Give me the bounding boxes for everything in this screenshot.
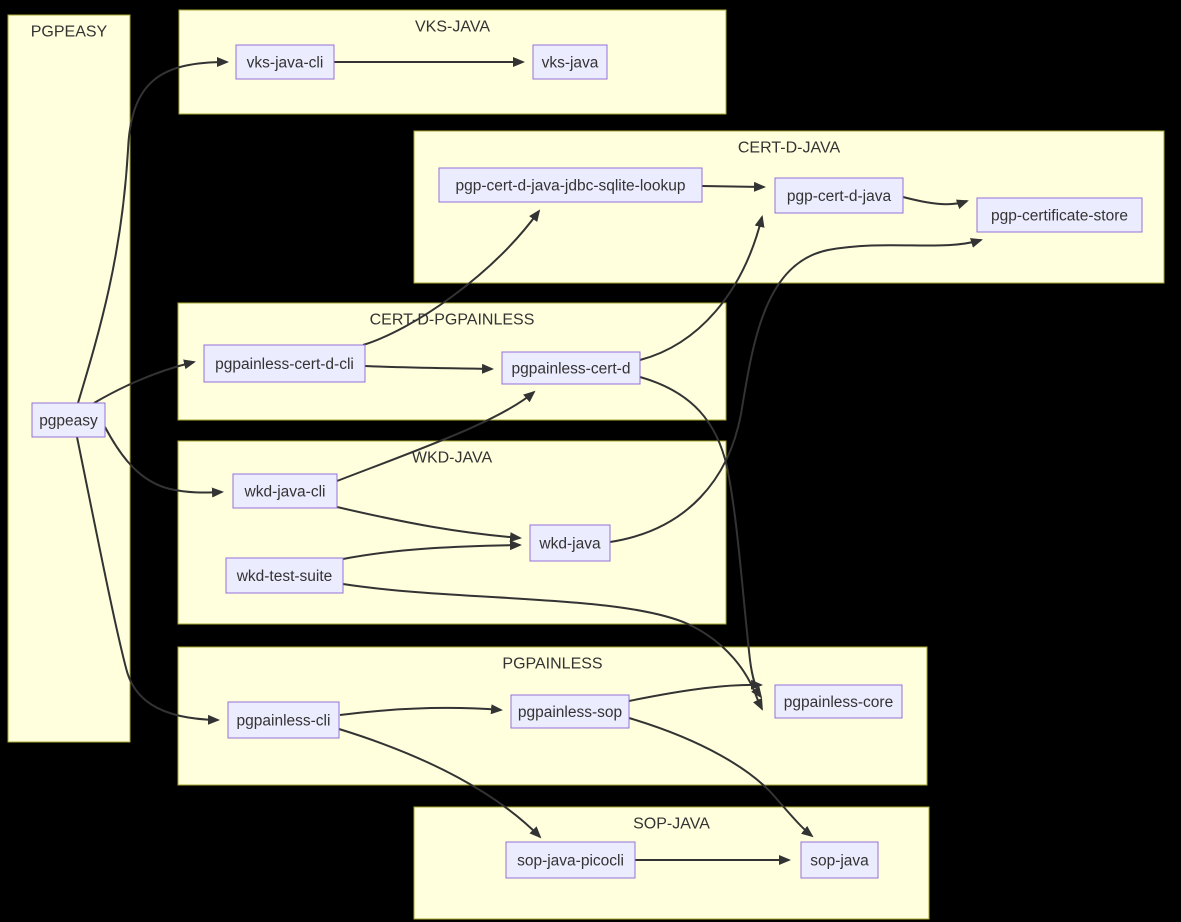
node-box-pgpainless-cli: [227, 701, 340, 739]
cluster-label-pgpeasy-group: PGPEASY: [31, 24, 108, 41]
node-label-pgp-certificate-store: pgp-certificate-store: [991, 208, 1128, 225]
node-box-pgp-certificate-store: [976, 197, 1143, 233]
cluster-box-wkd-java-group: [177, 440, 727, 625]
cluster-label-sop-java-group: SOP-JAVA: [633, 816, 710, 833]
edge-pgpainless-sop--pgpainless-core: [628, 679, 763, 702]
node-box-sop-java: [800, 841, 879, 879]
node-label-wkd-test-suite: wkd-test-suite: [236, 568, 333, 585]
edge-pgp-cert-d-java-jdbc-sqlite-lookup--pgp-cert-d-java: [701, 181, 766, 192]
edge-wkd-test-suite--wkd-java: [342, 540, 522, 560]
node-label-wkd-java: wkd-java: [538, 536, 601, 553]
edge-pgpeasy--wkd-java-cli: [104, 426, 224, 498]
cluster-label-cert-d-pgpainless-group: CERT-D-PGPAINLESS: [370, 312, 535, 329]
node-label-pgpainless-core: pgpainless-core: [784, 694, 893, 711]
node-label-sop-java-picocli: sop-java-picocli: [517, 853, 624, 870]
node-vks-java: vks-java: [532, 44, 608, 80]
node-label-pgpainless-cert-d-cli: pgpainless-cert-d-cli: [215, 356, 354, 373]
node-label-wkd-java-cli: wkd-java-cli: [244, 484, 326, 501]
node-label-pgp-cert-d-java: pgp-cert-d-java: [787, 188, 892, 205]
node-label-vks-java: vks-java: [542, 55, 599, 72]
edge-pgpeasy--pgpainless-cert-d-cli: [93, 359, 196, 404]
node-pgpainless-core: pgpainless-core: [774, 684, 903, 719]
edge-pgpainless-sop--sop-java: [628, 717, 814, 838]
node-box-vks-java-cli: [235, 44, 335, 80]
node-box-pgp-cert-d-java-jdbc-sqlite-lookup: [438, 167, 703, 203]
node-box-pgpeasy: [31, 402, 106, 438]
node-pgpainless-cert-d: pgpainless-cert-d: [501, 351, 641, 385]
node-wkd-java-cli: wkd-java-cli: [232, 473, 338, 509]
edge-wkd-java-cli--pgpainless-cert-d: [336, 390, 536, 482]
edge-pgpainless-cert-d-cli--pgpainless-cert-d: [364, 363, 494, 374]
node-pgpainless-sop: pgpainless-sop: [510, 694, 630, 729]
node-box-pgpainless-cert-d-cli: [203, 344, 366, 383]
node-pgp-certificate-store: pgp-certificate-store: [976, 197, 1143, 233]
edge-pgp-cert-d-java--pgp-certificate-store: [902, 196, 969, 210]
node-wkd-test-suite: wkd-test-suite: [225, 557, 344, 594]
node-box-pgpainless-cert-d: [501, 351, 641, 385]
edge-wkd-test-suite--pgpainless-core: [342, 583, 763, 711]
node-box-wkd-test-suite: [225, 557, 344, 594]
cluster-box-pgpeasy-group: [7, 14, 131, 743]
node-label-pgpeasy: pgpeasy: [39, 413, 98, 430]
cluster-wkd-java-group: WKD-JAVA: [177, 440, 727, 625]
edge-pgpeasy--pgpainless-cli: [76, 436, 220, 725]
node-label-pgpainless-cert-d: pgpainless-cert-d: [512, 361, 631, 378]
node-label-vks-java-cli: vks-java-cli: [247, 55, 324, 72]
edge-wkd-java-cli--wkd-java: [336, 506, 522, 543]
node-label-pgpainless-sop: pgpainless-sop: [518, 704, 622, 721]
node-box-pgpainless-core: [774, 684, 903, 719]
cluster-label-vks-java-group: VKS-JAVA: [415, 19, 490, 36]
edge-pgpainless-cert-d--pgpainless-core: [639, 376, 763, 699]
node-pgp-cert-d-java-jdbc-sqlite-lookup: pgp-cert-d-java-jdbc-sqlite-lookup: [438, 167, 703, 203]
node-pgp-cert-d-java: pgp-cert-d-java: [774, 177, 904, 214]
cluster-label-pgpainless-group: PGPAINLESS: [502, 656, 602, 673]
node-box-vks-java: [532, 44, 608, 80]
edge-pgpainless-cli--pgpainless-sop: [339, 704, 503, 716]
edge-wkd-java--pgp-certificate-store: [609, 238, 983, 543]
node-label-sop-java: sop-java: [810, 853, 869, 870]
node-box-pgpainless-sop: [510, 694, 630, 729]
cluster-label-cert-d-java-group: CERT-D-JAVA: [738, 140, 841, 157]
node-vks-java-cli: vks-java-cli: [235, 44, 335, 80]
node-sop-java-picocli: sop-java-picocli: [505, 841, 636, 879]
node-box-pgp-cert-d-java: [774, 177, 904, 214]
edge-pgpainless-cli--sop-java-picocli: [338, 728, 542, 839]
node-box-wkd-java-cli: [232, 473, 338, 509]
node-sop-java: sop-java: [800, 841, 879, 879]
node-box-sop-java-picocli: [505, 841, 636, 879]
node-wkd-java: wkd-java: [529, 524, 611, 562]
node-pgpeasy: pgpeasy: [31, 402, 106, 438]
node-pgpainless-cli: pgpainless-cli: [227, 701, 340, 739]
node-box-wkd-java: [529, 524, 611, 562]
edge-pgpainless-cert-d--pgp-cert-d-java: [639, 215, 765, 361]
edge-pgpainless-cert-d-cli--pgp-cert-d-java-jdbc-sqlite-lookup: [362, 209, 541, 346]
cluster-pgpeasy-group: PGPEASY: [7, 14, 131, 743]
node-label-pgp-cert-d-java-jdbc-sqlite-lookup: pgp-cert-d-java-jdbc-sqlite-lookup: [455, 178, 685, 195]
cluster-label-wkd-java-group: WKD-JAVA: [412, 450, 493, 467]
edge-pgpeasy--vks-java-cli: [77, 57, 229, 404]
node-pgpainless-cert-d-cli: pgpainless-cert-d-cli: [203, 344, 366, 383]
node-label-pgpainless-cli: pgpainless-cli: [237, 713, 331, 730]
